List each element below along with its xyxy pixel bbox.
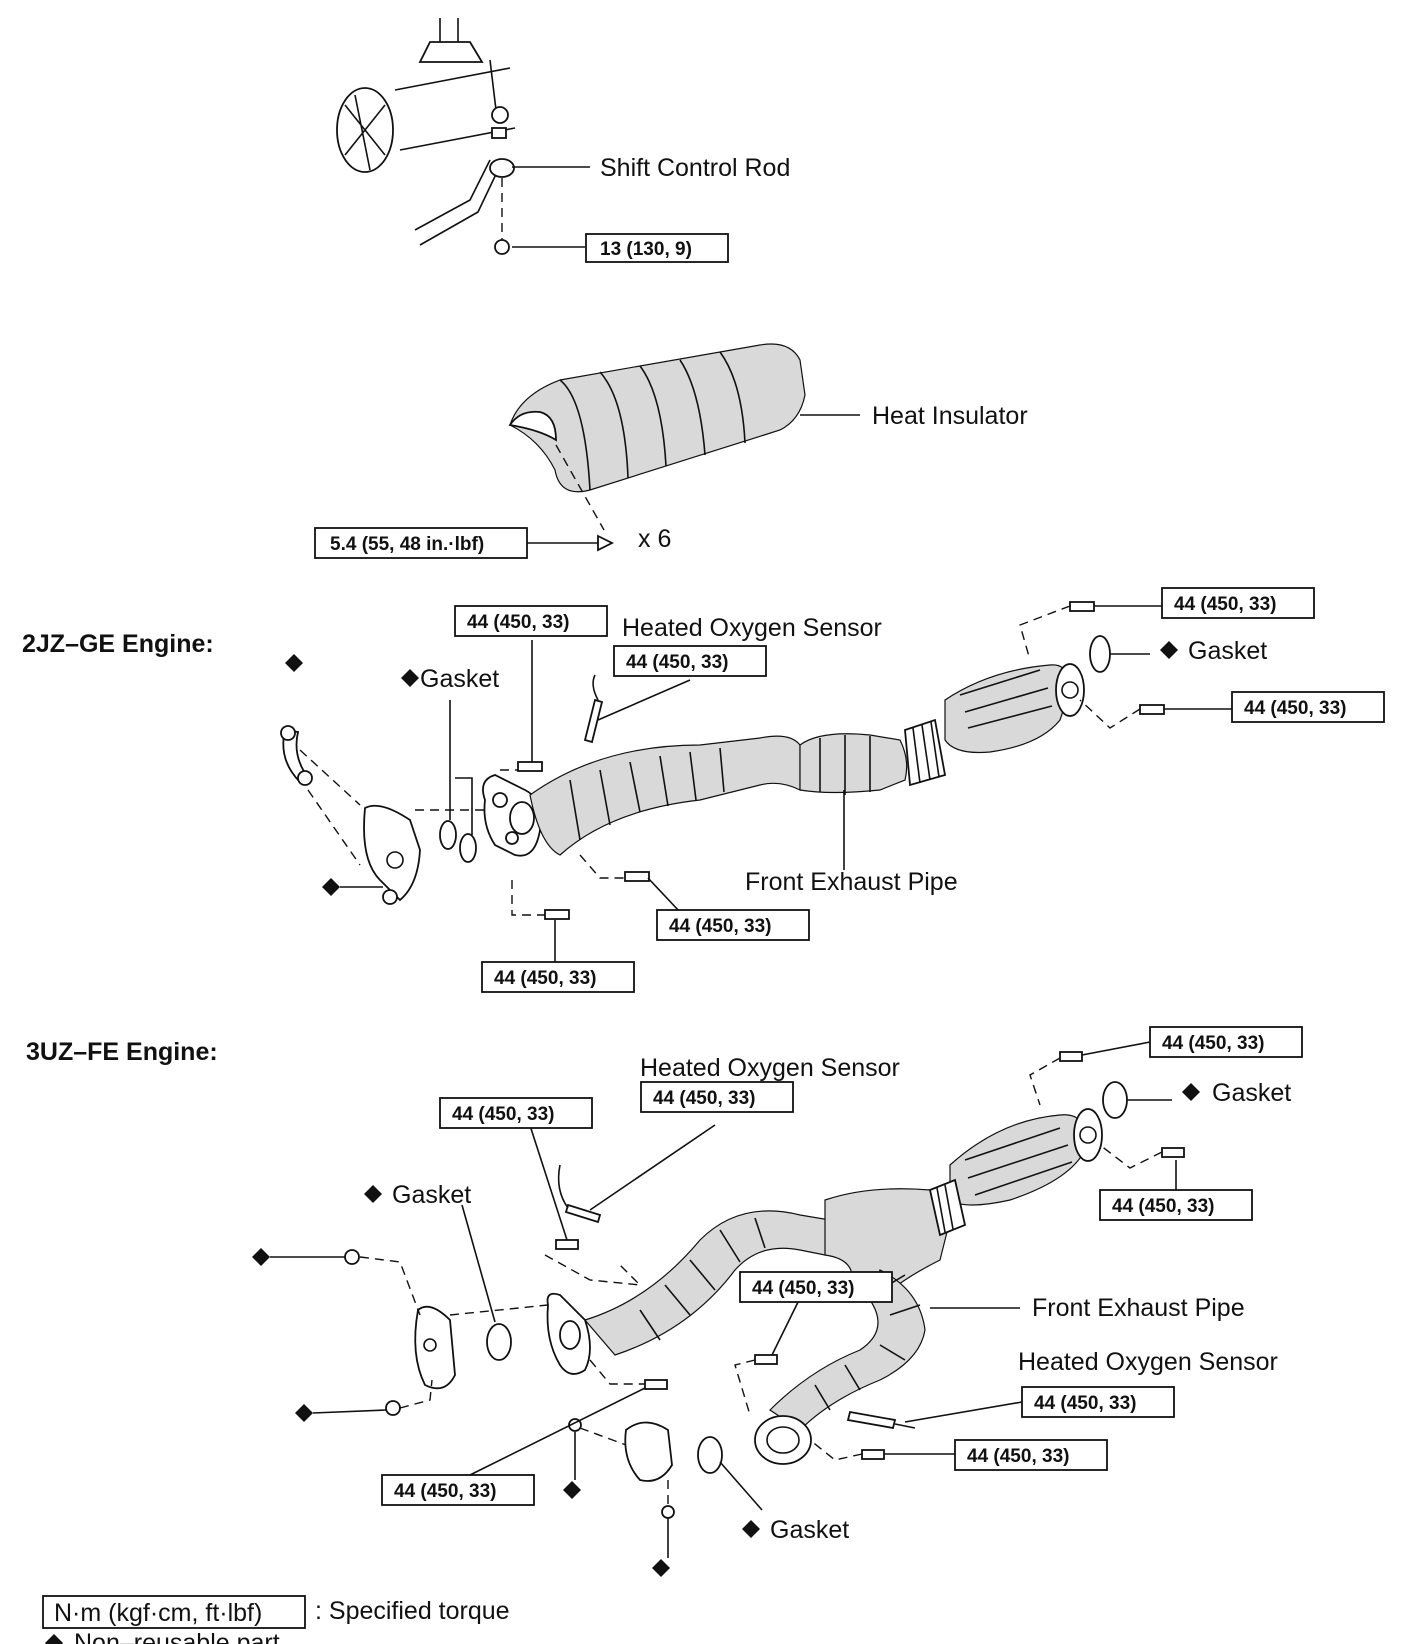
torque-box-3uz-1	[439, 1097, 593, 1129]
bolt-3uz-left-bottom	[644, 1379, 668, 1390]
torque-box-3uz-8	[381, 1474, 535, 1506]
non-reusable-diamond-icon	[45, 1634, 63, 1644]
torque-3uz-cat-bottom: 44 (450, 33)	[1112, 1196, 1214, 1217]
gasket-3uz-bottom	[697, 1436, 723, 1474]
gasket-3uz-left	[486, 1323, 512, 1361]
bolt-3uz-lower-top	[754, 1354, 778, 1365]
torque-2jz-flange-side: 44 (450, 33)	[669, 916, 771, 937]
engine-3uz-header: 3UZ–FE Engine:	[26, 1038, 218, 1066]
torque-2jz-flange-top: 44 (450, 33)	[467, 612, 569, 633]
non-reusable-diamond-icon	[252, 1248, 270, 1266]
non-reusable-diamond-icon	[742, 1520, 760, 1538]
legend-torque-unit: N·m (kgf·cm, ft·lbf)	[54, 1599, 262, 1627]
non-reusable-diamond-icon	[563, 1481, 581, 1499]
legend-non-reusable: Non–reusable part	[74, 1629, 280, 1644]
bolts-3uz	[469, 1041, 1185, 1476]
heated-oxygen-sensor-label-3uz-bottom: Heated Oxygen Sensor	[1018, 1348, 1278, 1376]
bolt-2jz-flange-side	[624, 871, 650, 882]
pipe-2jz-front-exhaust	[482, 663, 1085, 857]
bolt-3uz-cat-top	[1059, 1051, 1083, 1062]
gasket-label-2jz-right: Gasket	[1188, 637, 1267, 665]
legend-corner-mark: N	[0, 1641, 14, 1644]
gasket-label-2jz-left: Gasket	[420, 665, 499, 693]
bolt-2jz-cat-top	[1069, 601, 1095, 612]
gasket-label-3uz-right: Gasket	[1212, 1079, 1291, 1107]
gasket-2jz-cat	[1089, 635, 1111, 673]
torque-3uz-cat-top: 44 (450, 33)	[1162, 1033, 1264, 1054]
bolt-2jz-flange-bottom	[544, 909, 570, 920]
torque-2jz-flange-bottom: 44 (450, 33)	[494, 968, 596, 989]
heated-oxygen-sensor-label-3uz-top: Heated Oxygen Sensor	[640, 1054, 900, 1082]
gasket-3uz-cat	[1102, 1081, 1128, 1119]
bolt-2jz-cat-bottom	[1139, 704, 1165, 715]
torque-2jz-sensor: 44 (450, 33)	[626, 652, 728, 673]
torque-box-3uz-7	[954, 1439, 1108, 1471]
shift-control-rod-label: Shift Control Rod	[600, 154, 790, 182]
legend: N·m (kgf·cm, ft·lbf) : Specified torque …	[0, 1595, 510, 1644]
torque-3uz-lower-bottom: 44 (450, 33)	[967, 1446, 1069, 1467]
torque-3uz-left-top: 44 (450, 33)	[452, 1104, 554, 1125]
transmission-assembly	[336, 18, 590, 255]
bolt-3uz-cat-bottom	[1161, 1147, 1185, 1158]
front-exhaust-pipe-label-2jz: Front Exhaust Pipe	[745, 868, 958, 896]
insulator-bolt-quantity: x 6	[638, 525, 671, 553]
torque-2jz-cat-bottom: 44 (450, 33)	[1244, 698, 1346, 719]
non-reusable-diamond-icon	[401, 669, 419, 687]
torque-box-2jz-2	[613, 645, 767, 677]
torque-box-2jz-1	[454, 605, 608, 637]
legend-torque-desc: : Specified torque	[315, 1597, 510, 1625]
torque-box-3uz-2	[640, 1081, 794, 1113]
torque-3uz-sensor-left: 44 (450, 33)	[653, 1088, 755, 1109]
torque-box-insulator	[314, 527, 528, 559]
torque-2jz-cat-top: 44 (450, 33)	[1174, 594, 1276, 615]
bolt-2jz-flange-top	[517, 761, 543, 772]
front-exhaust-pipe-label-3uz: Front Exhaust Pipe	[1032, 1294, 1245, 1322]
torque-box-3uz-4	[1099, 1189, 1253, 1221]
gasket-label-3uz-left: Gasket	[392, 1181, 471, 1209]
manifold-3uz-parts	[344, 1081, 1172, 1519]
non-reusable-diamond-icon	[322, 878, 340, 896]
non-reusable-diamond-icon	[295, 1404, 313, 1422]
bolts-2jz	[500, 601, 1232, 962]
non-reusable-diamond-icon	[285, 654, 303, 672]
heat-insulator-label: Heat Insulator	[872, 402, 1028, 430]
gasket-label-3uz-bottom: Gasket	[770, 1516, 849, 1544]
torque-box-shift-rod	[585, 233, 729, 263]
insulator-bolt	[597, 534, 615, 552]
torque-box-3uz-6	[1021, 1386, 1175, 1418]
legend-torque-box	[42, 1595, 306, 1629]
torque-3uz-lower-top: 44 (450, 33)	[752, 1278, 854, 1299]
torque-box-3uz-3	[1149, 1026, 1303, 1058]
torque-box-2jz-4	[1231, 691, 1385, 723]
oxygen-sensor-3uz-right	[846, 1410, 897, 1430]
pipe-3uz-front-exhaust	[546, 1108, 1103, 1465]
heat-insulator	[508, 343, 860, 531]
heated-oxygen-sensor-label-2jz: Heated Oxygen Sensor	[622, 614, 882, 642]
torque-3uz-sensor-right: 44 (450, 33)	[1034, 1393, 1136, 1414]
bolt-3uz-left-top	[555, 1239, 579, 1250]
manifold-2jz-parts	[280, 700, 485, 905]
torque-3uz-left-bottom: 44 (450, 33)	[394, 1481, 496, 1502]
torque-box-2jz-5	[656, 909, 810, 941]
non-reusable-diamond-icon	[364, 1185, 382, 1203]
torque-box-2jz-6	[481, 961, 635, 993]
torque-insulator-value: 5.4 (55, 48 in.·lbf)	[330, 534, 484, 555]
bolt-3uz-lower-bottom	[861, 1449, 885, 1460]
torque-shift-rod-value: 13 (130, 9)	[600, 239, 692, 260]
torque-box-2jz-3	[1161, 587, 1315, 619]
non-reusable-diamond-icon	[1160, 641, 1178, 659]
oxygen-sensor-3uz-left	[564, 1203, 602, 1224]
torque-box-3uz-5	[739, 1271, 893, 1303]
oxygen-sensor-2jz	[583, 698, 604, 744]
non-reusable-diamond-icon	[652, 1559, 670, 1577]
non-reusable-diamond-icon	[1182, 1083, 1200, 1101]
engine-2jz-header: 2JZ–GE Engine:	[22, 630, 214, 658]
